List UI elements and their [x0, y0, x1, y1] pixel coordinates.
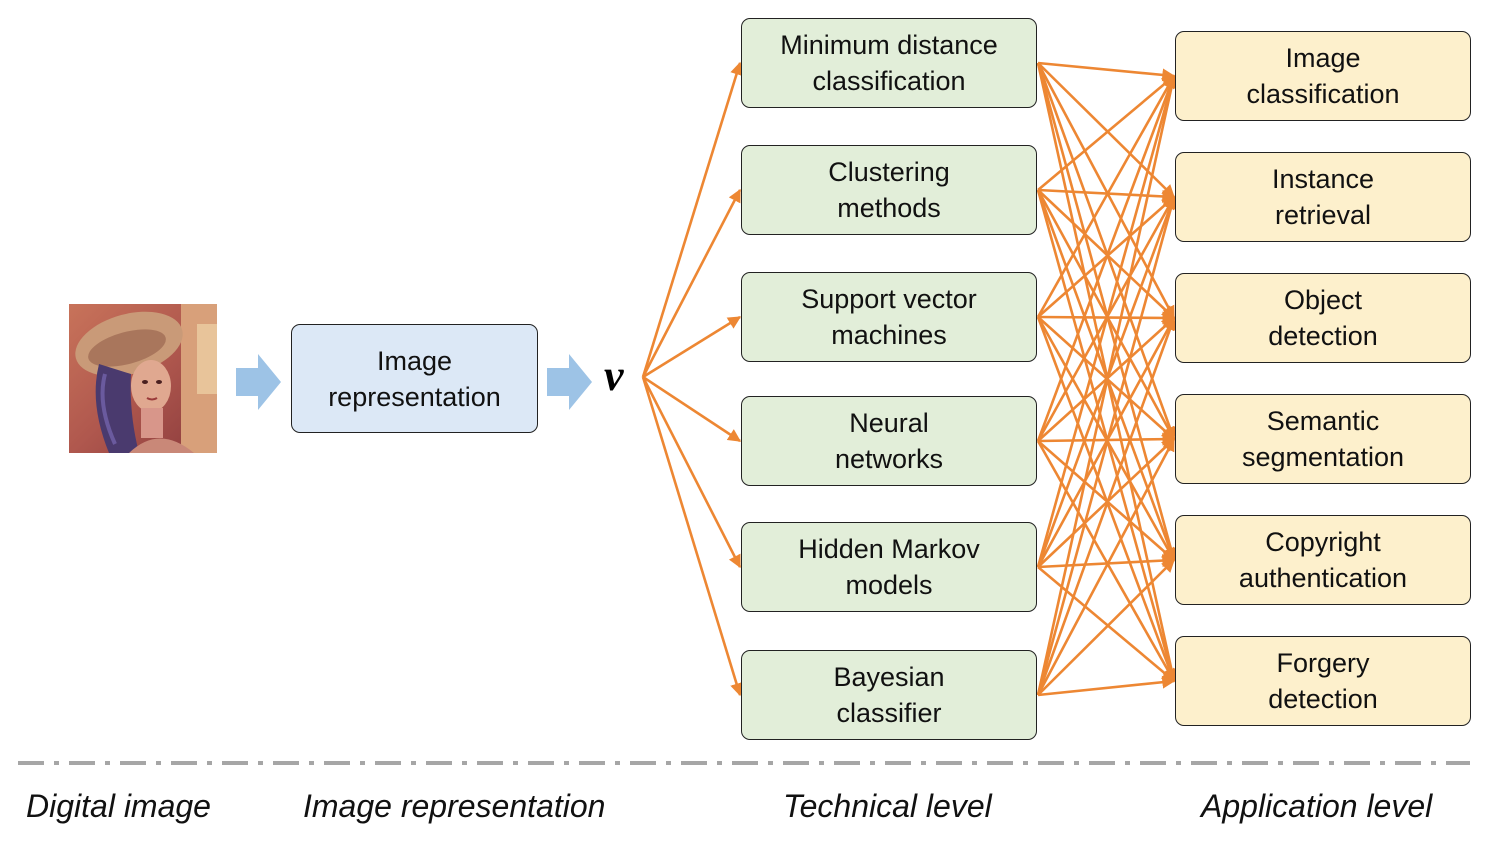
- mesh-arrow-1-4: [1036, 62, 1177, 441]
- fan-out-arrow-3: [642, 315, 742, 379]
- technical-box-svm: Support vector machines: [741, 272, 1037, 362]
- technical-line-1: Bayesian: [833, 662, 945, 692]
- technical-line-2: methods: [837, 193, 941, 223]
- application-line-1: Object: [1283, 285, 1363, 315]
- technical-line-2: networks: [834, 444, 944, 474]
- mesh-arrow-2-5: [1036, 189, 1177, 562]
- technical-line-1: Hidden Markov: [798, 534, 980, 564]
- mesh-arrow-6-5: [1037, 559, 1175, 696]
- technical-box-clustering: Clustering methods: [741, 145, 1037, 235]
- footer-label-digital-image: Digital image: [26, 788, 211, 824]
- mesh-arrow-2-1: [1037, 75, 1175, 191]
- application-box-image-classification: Image classification: [1175, 31, 1471, 121]
- fan-out-arrow-2: [641, 188, 742, 378]
- image-representation-box: Image representation: [291, 324, 538, 433]
- application-line-1: Forgery: [1276, 648, 1370, 678]
- feature-vector-symbol: v: [604, 351, 624, 400]
- mesh-arrow-6-6: [1037, 675, 1176, 697]
- technical-box-minimum-distance: Minimum distance classification: [741, 18, 1037, 108]
- fan-out-arrow-4: [642, 375, 742, 443]
- application-box-semantic-segmentation: Semantic segmentation: [1175, 394, 1471, 484]
- application-line-1: Instance: [1271, 164, 1375, 194]
- digital-image-photo: [69, 304, 217, 453]
- mesh-arrow-6-3: [1036, 316, 1177, 696]
- technical-line-1: Minimum distance: [780, 30, 998, 60]
- block-arrow-1: [236, 354, 281, 410]
- technical-box-bayesian: Bayesian classifier: [741, 650, 1037, 740]
- mesh-arrow-2-6: [1036, 189, 1178, 683]
- fan-out-arrows: [641, 61, 743, 697]
- application-line-1: Image: [1285, 43, 1361, 73]
- technical-line-2: classification: [812, 66, 966, 96]
- mesh-arrow-3-1: [1036, 74, 1176, 318]
- mesh-arrow-4-1: [1036, 74, 1177, 442]
- technical-line-2: models: [845, 570, 933, 600]
- footer-label-technical-level: Technical level: [783, 788, 992, 824]
- mesh-arrow-3-5: [1036, 316, 1176, 562]
- technical-box-hmm: Hidden Markov models: [741, 522, 1037, 612]
- mesh-arrow-2-3: [1037, 189, 1175, 319]
- application-line-1: Copyright: [1265, 527, 1381, 557]
- application-line-1: Semantic: [1266, 406, 1380, 436]
- mesh-arrow-5-1: [1036, 74, 1178, 568]
- mesh-arrow-5-5: [1037, 554, 1176, 569]
- technical-line-1: Neural: [849, 408, 929, 438]
- technical-line-1: Clustering: [828, 157, 950, 187]
- mesh-arrow-6-1: [1036, 74, 1178, 696]
- mesh-arrow-6-2: [1036, 195, 1178, 696]
- application-line-2: detection: [1268, 321, 1378, 351]
- technical-line-1: Support vector: [801, 284, 977, 314]
- technical-box-neural-networks: Neural networks: [741, 396, 1037, 486]
- technical-to-application-arrows: [1036, 61, 1178, 697]
- application-line-2: classification: [1246, 79, 1400, 109]
- mesh-arrow-6-4: [1036, 437, 1176, 696]
- mesh-arrow-2-4: [1036, 189, 1176, 441]
- application-line-2: authentication: [1238, 563, 1408, 593]
- mesh-arrow-1-5: [1036, 62, 1178, 562]
- application-line-2: detection: [1268, 684, 1378, 714]
- fan-out-arrow-1: [641, 61, 743, 378]
- portrait-photo-icon: [69, 304, 217, 453]
- application-line-2: retrieval: [1274, 200, 1372, 230]
- fan-out-arrow-5: [641, 376, 742, 569]
- block-arrow-2: [547, 354, 592, 410]
- technical-line-2: classifier: [836, 698, 942, 728]
- mesh-arrow-2-2: [1037, 188, 1176, 203]
- footer-label-image-representation: Image representation: [303, 788, 606, 824]
- fan-out-arrow-6: [641, 376, 743, 697]
- mesh-arrow-1-1: [1037, 61, 1176, 82]
- representation-line-1: Image: [376, 345, 453, 376]
- application-line-2: segmentation: [1241, 442, 1405, 472]
- application-box-forgery-detection: Forgery detection: [1175, 636, 1471, 726]
- application-box-instance-retrieval: Instance retrieval: [1175, 152, 1471, 242]
- application-box-copyright-authentication: Copyright authentication: [1175, 515, 1471, 605]
- application-box-object-detection: Object detection: [1175, 273, 1471, 363]
- technical-line-2: machines: [831, 320, 947, 350]
- footer-label-application-level: Application level: [1201, 788, 1433, 824]
- representation-line-2: representation: [328, 381, 501, 412]
- mesh-arrow-4-5: [1037, 440, 1175, 561]
